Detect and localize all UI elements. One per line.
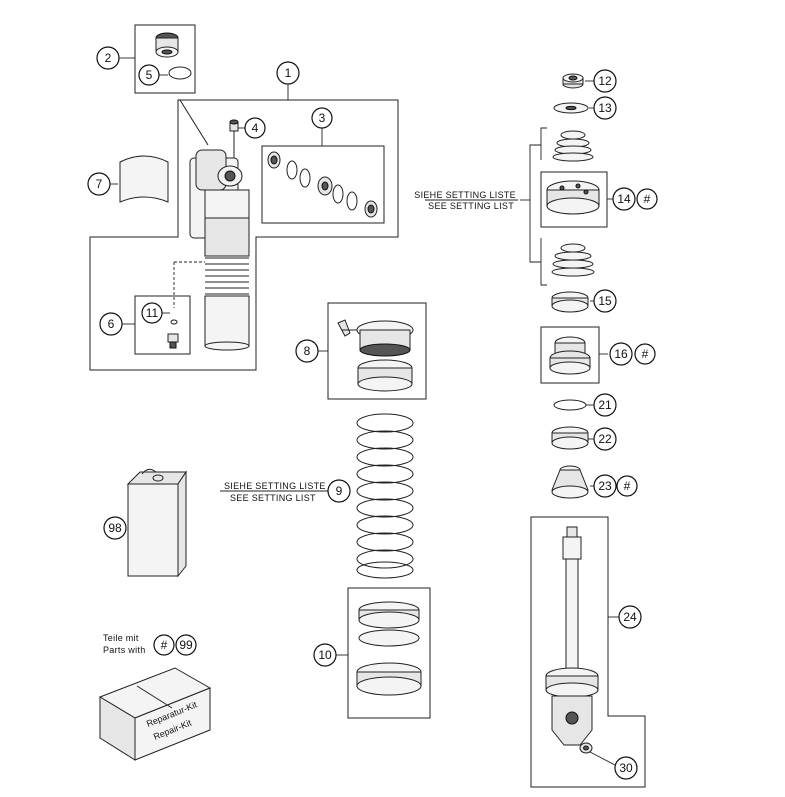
callout-2: 2 (96, 46, 120, 70)
part-10-spacers (356, 601, 422, 696)
svg-text:12: 12 (598, 74, 612, 88)
callout-hash-23: # (616, 475, 638, 497)
item-10-frame (347, 587, 431, 719)
svg-text:99: 99 (179, 638, 193, 652)
part-14-shim-stack-top (552, 130, 594, 162)
svg-text:10: 10 (318, 648, 332, 662)
part-22-guide (551, 426, 589, 450)
part-12-nut (562, 73, 584, 89)
part-99-repair-kit-box: Reparatur-Kit Repair-Kit (98, 667, 212, 761)
svg-text:13: 13 (598, 101, 612, 115)
callout-8: 8 (295, 339, 319, 363)
svg-text:1: 1 (285, 66, 292, 80)
part-3-bearing-set (267, 151, 378, 218)
part-15-washer (551, 291, 589, 313)
part-21-circlip (553, 399, 587, 411)
callout-16: 16 (609, 342, 633, 366)
parts-with-de-text: Teile mit (103, 633, 139, 643)
part-8-spring-retainer (337, 319, 414, 392)
part-2-adjuster (155, 32, 179, 58)
callout-hash-16: # (634, 343, 656, 365)
item-14-frame (540, 171, 608, 228)
svg-text:#: # (161, 638, 168, 652)
leader-30 (589, 751, 616, 766)
item-3-frame (261, 145, 385, 224)
callout-5: 5 (138, 64, 160, 86)
callout-7: 7 (87, 172, 111, 196)
setting-note-de-left: SIEHE SETTING LISTE (224, 481, 326, 491)
setting-note-en-right: SEE SETTING LIST (428, 201, 514, 211)
callout-9: 9 (327, 479, 351, 503)
svg-text:14: 14 (617, 192, 631, 206)
svg-text:5: 5 (146, 68, 153, 82)
part-5-o-ring (168, 66, 192, 80)
svg-text:11: 11 (146, 306, 159, 320)
svg-text:21: 21 (598, 398, 612, 412)
svg-text:15: 15 (598, 294, 612, 308)
callout-14: 14 (612, 187, 636, 211)
svg-text:2: 2 (105, 51, 112, 65)
svg-text:6: 6 (108, 317, 115, 331)
part-14-piston (546, 180, 600, 215)
callout-13: 13 (593, 96, 617, 120)
callout-hash-14: # (636, 188, 658, 210)
svg-text:8: 8 (304, 344, 311, 358)
parts-with-en-text: Parts with (103, 645, 146, 655)
part-98-oil-can (126, 468, 187, 578)
setting-note-de-right: SIEHE SETTING LISTE (414, 190, 516, 200)
callout-15: 15 (593, 289, 617, 313)
item-6-frame (134, 295, 191, 355)
callout-21: 21 (593, 393, 617, 417)
item-2-frame (134, 24, 196, 94)
svg-text:16: 16 (614, 347, 628, 361)
part-30-bushing (579, 742, 593, 754)
callout-22: 22 (593, 427, 617, 451)
callout-3: 3 (311, 107, 333, 129)
svg-text:23: 23 (598, 479, 612, 493)
svg-text:7: 7 (96, 177, 103, 191)
callout-23: 23 (593, 474, 617, 498)
bracket-14 (529, 127, 547, 286)
part-23-seal-head (551, 465, 589, 499)
callout-12: 12 (593, 69, 617, 93)
part-6-valve-insert (167, 319, 179, 349)
item-16-frame (540, 326, 600, 384)
part-14-shim-stack-bottom (551, 243, 595, 277)
callout-30: 30 (614, 756, 638, 780)
part-16-piston (549, 336, 591, 375)
svg-text:30: 30 (619, 761, 633, 775)
part-13-washer (553, 102, 589, 114)
callout-98: 98 (103, 516, 127, 540)
svg-text:#: # (642, 347, 649, 361)
callout-6: 6 (99, 312, 123, 336)
callout-10: 10 (313, 643, 337, 667)
item-24-frame (530, 516, 646, 788)
part-24-piston-rod (545, 526, 599, 746)
svg-text:22: 22 (598, 432, 612, 446)
leader-dash-1 (173, 261, 205, 308)
callout-11: 11 (141, 302, 163, 324)
assembly-1-frame (89, 99, 399, 371)
svg-text:#: # (644, 192, 651, 206)
callout-hash-parts: # (153, 634, 175, 656)
callout-99: 99 (175, 634, 197, 656)
svg-text:98: 98 (108, 521, 122, 535)
part-9-spring (356, 413, 414, 579)
part-4-valve (229, 119, 239, 132)
callout-4: 4 (244, 117, 266, 139)
svg-text:3: 3 (319, 111, 326, 125)
callout-1: 1 (276, 61, 300, 85)
svg-text:9: 9 (336, 484, 343, 498)
svg-text:#: # (624, 479, 631, 493)
setting-note-en-left: SEE SETTING LIST (230, 493, 316, 503)
part-1-shock-body (179, 99, 250, 351)
svg-text:4: 4 (252, 121, 259, 135)
svg-text:24: 24 (623, 610, 637, 624)
callout-24: 24 (618, 605, 642, 629)
part-7-heat-shield (119, 155, 169, 203)
